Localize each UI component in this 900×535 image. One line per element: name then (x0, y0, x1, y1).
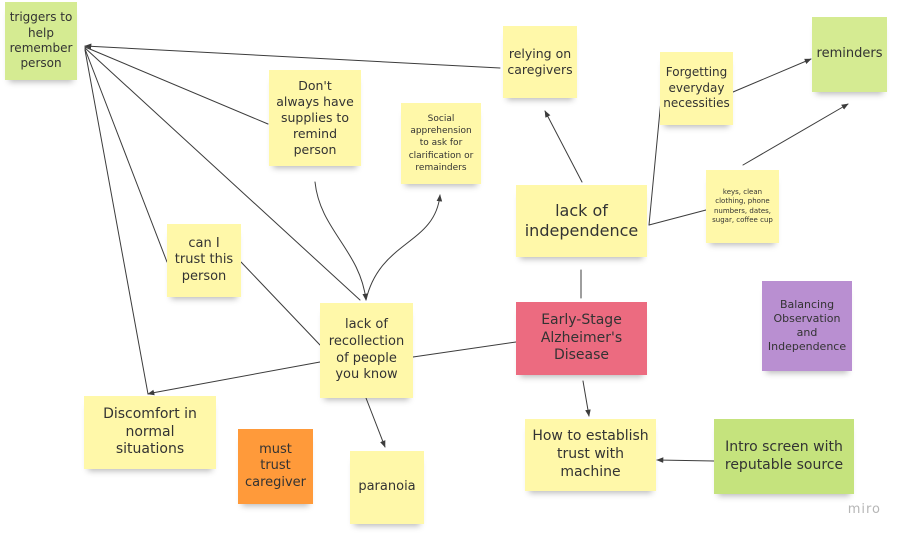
connector-recollection-to-discomfort[interactable] (147, 361, 321, 396)
sticky-note-recollection-text: lack of recollection of people you know (328, 317, 405, 383)
sticky-note-establish-text: How to establish trust with machine (532, 428, 649, 480)
sticky-note-can-i-trust[interactable]: can I trust this person (167, 224, 241, 297)
connector-intro-to-establish[interactable] (656, 457, 715, 463)
sticky-note-reminders-text: reminders (816, 46, 883, 62)
sticky-note-relying-on-caregivers[interactable]: relying on caregivers (503, 26, 577, 98)
sticky-note-early-stage-alzheimers[interactable]: Early-Stage Alzheimer's Disease (516, 302, 647, 375)
connector-alzheimers-to-establish[interactable] (582, 380, 591, 417)
connector-supplies-to-recollection[interactable] (314, 181, 369, 301)
connector-recollection-to-social[interactable] (365, 194, 443, 301)
sticky-note-balancing-text: Balancing Observation and Independence (767, 297, 847, 354)
sticky-note-balancing[interactable]: Balancing Observation and Independence (762, 281, 852, 371)
sticky-note-intro-screen[interactable]: Intro screen with reputable source (714, 419, 854, 494)
sticky-note-social-text: Social apprehension to ask for clarifica… (408, 114, 474, 173)
connector-forgetting-to-reminders[interactable] (732, 58, 812, 93)
connector-supplies-to-triggers[interactable] (84, 46, 269, 125)
sticky-note-lack-of-independence[interactable]: lack of independence (516, 185, 647, 257)
sticky-note-must-trust-text: must trust caregiver (244, 441, 307, 490)
sticky-note-paranoia[interactable]: paranoia (350, 451, 424, 524)
sticky-note-paranoia-text: paranoia (358, 479, 416, 495)
sticky-note-social-apprehension[interactable]: Social apprehension to ask for clarifica… (401, 103, 481, 184)
connector-trust-person-to-triggers[interactable] (84, 48, 168, 263)
connector-keys-to-reminders[interactable] (742, 103, 849, 166)
sticky-note-keys-list[interactable]: keys, clean clothing, phone numbers, dat… (706, 170, 779, 243)
sticky-note-establish-trust[interactable]: How to establish trust with machine (525, 419, 656, 491)
sticky-note-forgetting[interactable]: Forgetting everyday necessities (660, 52, 733, 125)
sticky-note-triggers-text: triggers to help remember person (9, 10, 73, 71)
sticky-note-relying-text: relying on caregivers (507, 46, 573, 77)
sticky-note-must-trust-caregiver[interactable]: must trust caregiver (238, 429, 313, 504)
connector-independence-to-relying[interactable] (544, 110, 583, 183)
sticky-note-supplies-text: Don't always have supplies to remind per… (276, 78, 354, 157)
sticky-note-discomfort[interactable]: Discomfort in normal situations (84, 396, 216, 469)
sticky-note-keys-text: keys, clean clothing, phone numbers, dat… (712, 188, 773, 224)
sticky-note-discomfort-text: Discomfort in normal situations (103, 405, 197, 458)
connector-alzheimers-to-recollection[interactable] (412, 341, 517, 358)
sticky-note-intro-text: Intro screen with reputable source (724, 438, 844, 473)
sticky-note-supplies[interactable]: Don't always have supplies to remind per… (269, 70, 361, 166)
connector-triggers-to-discomfort-side[interactable] (84, 49, 149, 395)
connector-recollection-to-paranoia[interactable] (365, 397, 386, 448)
connector-independence-to-keys[interactable] (648, 209, 707, 226)
miro-watermark-logo: miro (847, 502, 881, 517)
sticky-note-trust-person-text: can I trust this person (174, 235, 234, 284)
sticky-note-alzheimers-text: Early-Stage Alzheimer's Disease (540, 311, 623, 364)
sticky-note-triggers[interactable]: triggers to help remember person (5, 2, 77, 80)
sticky-note-forgetting-text: Forgetting everyday necessities (663, 65, 730, 111)
connector-trust-person-to-recollection[interactable] (240, 261, 321, 346)
connector-relying-to-triggers[interactable] (84, 43, 501, 69)
sticky-note-independence-text: lack of independence (524, 200, 639, 240)
sticky-note-reminders[interactable]: reminders (812, 17, 887, 92)
sticky-note-lack-of-recollection[interactable]: lack of recollection of people you know (320, 303, 413, 398)
